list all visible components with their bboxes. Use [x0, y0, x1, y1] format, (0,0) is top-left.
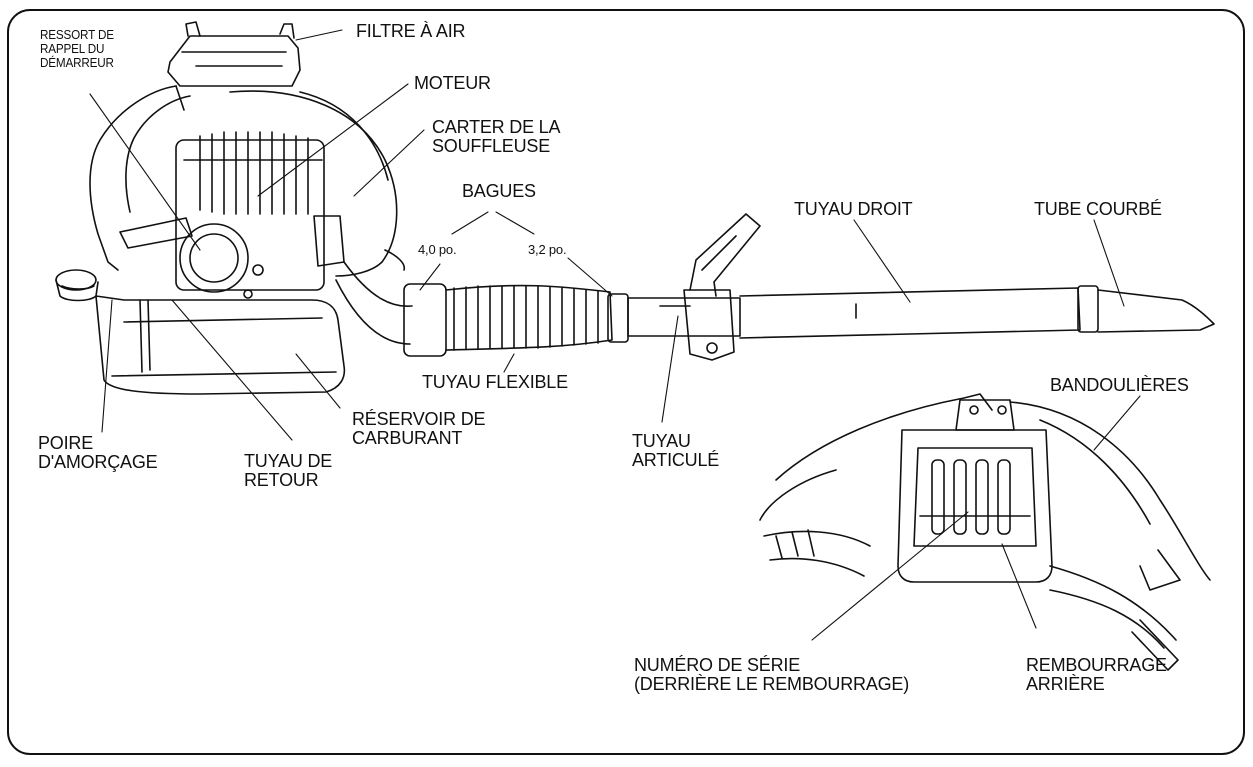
leader-lines [89, 29, 1141, 641]
label-carter: CARTER DE LA SOUFFLEUSE [432, 117, 561, 156]
fuel-cap [55, 269, 99, 302]
label-tuyau-flexible: TUYAU FLEXIBLE [422, 372, 568, 392]
label-poire: POIRE D'AMORÇAGE [38, 433, 158, 472]
label-bandoulieres: BANDOULIÈRES [1050, 375, 1189, 395]
label-tuyau-articule: TUYAU ARTICULÉ [632, 431, 720, 470]
air-filter [167, 35, 301, 87]
frame-handle [89, 85, 177, 271]
straight-tube [739, 287, 1081, 339]
label-bagues: BAGUES [462, 181, 536, 201]
label-tuyau-de-retour: TUYAU DE RETOUR [244, 451, 333, 490]
label-numero-de-serie: NUMÉRO DE SÉRIE (DERRIÈRE LE REMBOURRAGE… [634, 655, 910, 694]
flexible-tube [403, 283, 629, 357]
cylinder-fins [175, 131, 325, 291]
frame [7, 9, 1245, 755]
engine-unit [55, 21, 406, 395]
elbow [335, 279, 411, 345]
blower-housing [229, 90, 398, 277]
label-bague-4: 4,0 po. [418, 242, 457, 257]
articulated-tube [627, 213, 761, 361]
backpack-harness [759, 393, 1211, 671]
label-rembourrage-arriere: REMBOURRAGE ARRIÈRE [1026, 655, 1167, 694]
carburetor [179, 223, 249, 293]
label-tube-courbe: TUBE COURBÉ [1034, 199, 1162, 219]
label-tuyau-droit: TUYAU DROIT [794, 199, 913, 219]
fuel-tank [95, 295, 346, 395]
label-reservoir: RÉSERVOIR DE CARBURANT [352, 409, 486, 448]
curved-tube [1077, 285, 1215, 333]
label-ressort-de-rappel: RESSORT DE RAPPEL DU DÉMARREUR [40, 27, 114, 70]
label-filtre-a-air: FILTRE À AIR [356, 21, 466, 41]
label-bague-3: 3,2 po. [528, 242, 567, 257]
label-moteur: MOTEUR [414, 73, 491, 93]
